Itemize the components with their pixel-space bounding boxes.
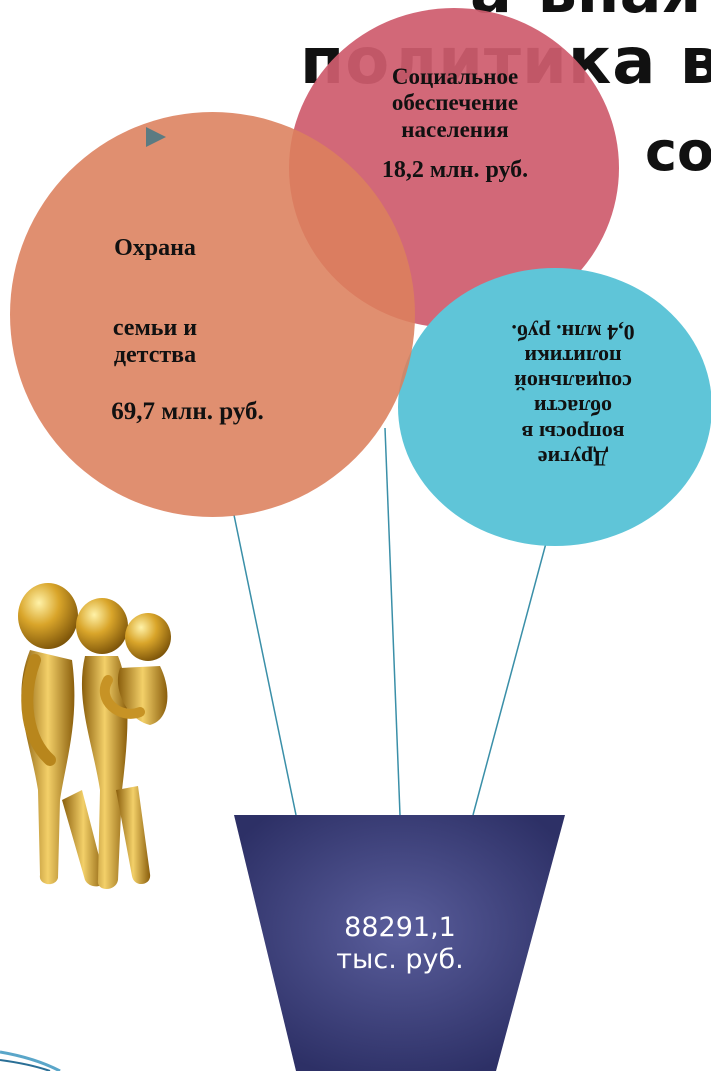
family-line-1: Охрана: [114, 235, 196, 261]
title-line-1: а-ьная: [470, 0, 701, 22]
social-line-2: обеспечение: [391, 90, 519, 116]
bubble-social-text: Социальное обеспечение населения 18,2 мл…: [330, 64, 580, 185]
social-line-3: населения: [401, 116, 509, 142]
bubble-other: [398, 268, 711, 546]
bubble-family-text: Охрана семьи и детства: [55, 235, 255, 370]
total-text: 88291,1 тыс. руб.: [300, 912, 500, 977]
title-line-3: со: [645, 120, 711, 183]
family-amount: 69,7 млн. руб.: [111, 398, 264, 425]
social-amount: 18,2 млн. руб.: [381, 157, 529, 184]
string-social: [384, 427, 401, 816]
string-family: [233, 514, 297, 816]
family-line-2: семьи и: [112, 314, 198, 341]
family-line-3: детства: [113, 342, 197, 369]
total-line-2: тыс. руб.: [336, 944, 464, 976]
bubble-family: [10, 112, 415, 517]
total-line-1: 88291,1: [344, 912, 456, 943]
string-other: [472, 531, 550, 816]
social-line-1: Социальное: [391, 64, 519, 89]
